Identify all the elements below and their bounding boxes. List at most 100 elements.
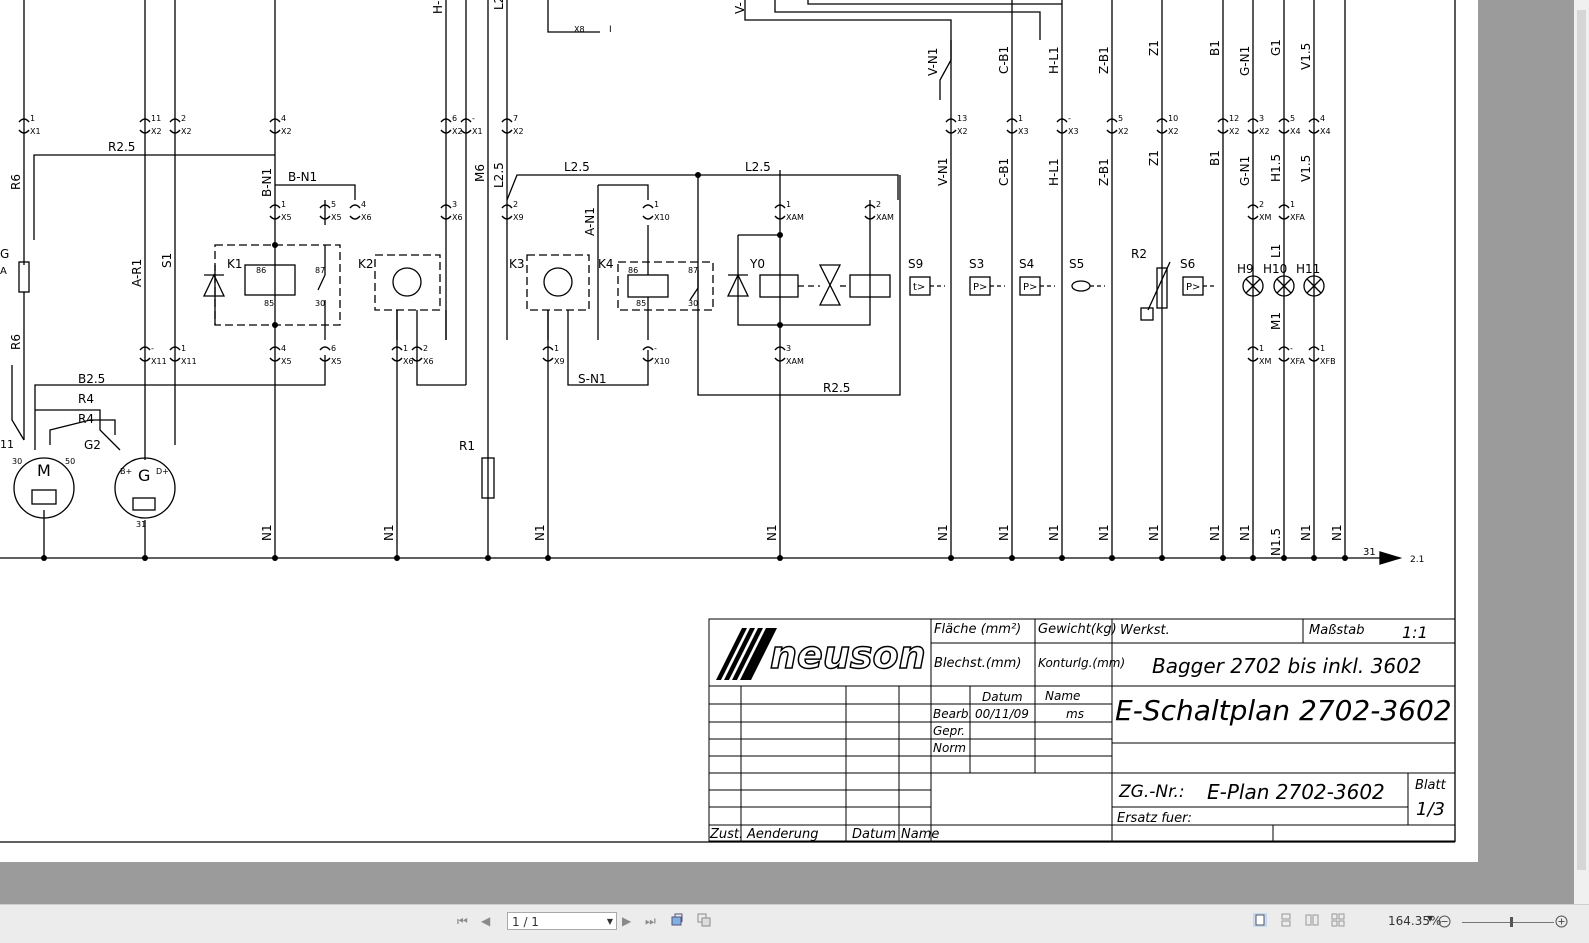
ground-junctions bbox=[41, 555, 1348, 561]
next-page-icon[interactable]: ▶ bbox=[622, 914, 632, 928]
label-x8: X8 bbox=[574, 25, 585, 34]
conn-pin: - bbox=[1290, 344, 1293, 353]
conn-pin: 5 bbox=[1290, 114, 1295, 123]
tb-zust: Zust. bbox=[709, 827, 743, 842]
wire-label-v-n1: V-N1 bbox=[936, 158, 950, 186]
conn-pin: 3 bbox=[1259, 114, 1264, 123]
s6-symbol: P> bbox=[1186, 282, 1200, 293]
component-k3: K3 bbox=[509, 257, 525, 271]
neuson-logo-text: neuson bbox=[770, 633, 926, 677]
continuous-icon[interactable] bbox=[1279, 913, 1293, 927]
conn-pin: 3 bbox=[786, 344, 791, 353]
zoom-level[interactable]: 164.35% bbox=[1388, 914, 1442, 928]
first-page-icon[interactable]: ⏮ bbox=[457, 914, 468, 928]
last-page-icon[interactable]: ⏭ bbox=[645, 914, 656, 928]
pin-dplus: D+ bbox=[156, 467, 169, 476]
conn-pin: 1 bbox=[554, 344, 559, 353]
component-y0: Y0 bbox=[749, 257, 765, 271]
tb-werkst: Werkst. bbox=[1120, 623, 1170, 638]
conn-id: X2 bbox=[281, 127, 292, 136]
wire-label-b1-top: B1 bbox=[1208, 40, 1222, 56]
zoom-slider-handle[interactable] bbox=[1510, 917, 1513, 927]
conn-id: X10 bbox=[654, 357, 670, 366]
ground-label-n1-g: N1 bbox=[1047, 524, 1061, 541]
component-s6: S6 bbox=[1180, 257, 1195, 271]
conn-pin: 1 bbox=[281, 200, 286, 209]
conn-pin: - bbox=[472, 114, 475, 123]
conn-pin: 1 bbox=[1320, 344, 1325, 353]
rotate-icon[interactable] bbox=[670, 913, 684, 927]
tb-bearb: Bearb. bbox=[933, 707, 972, 721]
zoom-dropdown-icon[interactable]: ▼ bbox=[1427, 914, 1434, 923]
wire-label-m6: M6 bbox=[473, 164, 487, 182]
conn-pin: 2 bbox=[181, 114, 186, 123]
tb-bearb-name: ms bbox=[1066, 707, 1084, 721]
relay-k4-86: 86 bbox=[628, 266, 638, 275]
scrollbar-thumb[interactable] bbox=[1577, 10, 1586, 870]
facing-continuous-icon[interactable] bbox=[1331, 913, 1345, 927]
tb-name: Name bbox=[1045, 689, 1080, 703]
wires bbox=[11, 0, 1346, 558]
relay-k4-85: 85 bbox=[636, 299, 646, 308]
tb-blechst: Blechst.(mm) bbox=[934, 656, 1021, 671]
conn-pin: 5 bbox=[331, 200, 336, 209]
component-r2: R2 bbox=[1131, 247, 1147, 261]
wire-label-h-top: H- bbox=[431, 1, 445, 14]
conn-pin: 1 bbox=[181, 344, 186, 353]
single-page-icon[interactable] bbox=[1253, 913, 1267, 927]
conn-pin: - bbox=[151, 344, 154, 353]
tb-name2: Name bbox=[901, 827, 939, 842]
conn-pin: 1 bbox=[1290, 200, 1295, 209]
wire-label-z-b1-top: Z-B1 bbox=[1097, 46, 1111, 74]
tb-datum: Datum bbox=[982, 690, 1023, 704]
ground-label-n1-j: N1 bbox=[1208, 524, 1222, 541]
tb-norm: Norm bbox=[933, 741, 966, 755]
prev-page-icon[interactable]: ◀ bbox=[481, 914, 491, 928]
zoom-in-icon[interactable] bbox=[1555, 915, 1568, 928]
conn-pin: 10 bbox=[1168, 114, 1178, 123]
pin-30: 30 bbox=[12, 457, 22, 466]
wire-label-a-r1: A-R1 bbox=[130, 259, 144, 287]
ground-label-n1-l: N1 bbox=[1299, 524, 1313, 541]
ref-21: 2.1 bbox=[1410, 555, 1424, 565]
chevron-down-icon[interactable]: ▼ bbox=[606, 917, 613, 926]
conn-id: XFA bbox=[1290, 213, 1305, 222]
component-h9: H9 bbox=[1237, 262, 1254, 276]
circuit-schematic: R2.5 B-N1 L2.5 L2.5 S-N1 R2.5 B2.5 R4 R4… bbox=[0, 0, 1456, 843]
tb-aenderung: Aenderung bbox=[746, 827, 818, 842]
conn-id: X5 bbox=[331, 357, 342, 366]
conn-id: X4 bbox=[1320, 127, 1331, 136]
component-r1: R1 bbox=[459, 439, 475, 453]
page-number-input[interactable]: 1 / 1▼ bbox=[507, 912, 617, 930]
conn-pin: 2 bbox=[1259, 200, 1264, 209]
tb-massstab: Maßstab bbox=[1309, 623, 1364, 638]
tb-blatt-value: 1/3 bbox=[1416, 799, 1445, 820]
wire-label-l2-top: L2 bbox=[492, 0, 506, 10]
fit-icon[interactable] bbox=[697, 913, 711, 927]
component-k1: K1 bbox=[227, 257, 243, 271]
s4-symbol: P> bbox=[1023, 282, 1037, 293]
conn-id: X9 bbox=[513, 213, 524, 222]
ground-label-n1-k: N1 bbox=[1238, 524, 1252, 541]
component-s4: S4 bbox=[1019, 257, 1034, 271]
conn-pin: 2 bbox=[876, 200, 881, 209]
zoom-out-icon[interactable] bbox=[1438, 915, 1451, 928]
tb-bezeichnung: Bagger 2702 bis inkl. 3602 bbox=[1152, 654, 1422, 678]
component-m: M bbox=[37, 461, 51, 480]
wire-label-g1-top: G1 bbox=[1269, 39, 1283, 56]
facing-icon[interactable] bbox=[1305, 913, 1319, 927]
component-g: G bbox=[138, 466, 150, 485]
pdf-page: R2.5 B-N1 L2.5 L2.5 S-N1 R2.5 B2.5 R4 R4… bbox=[0, 0, 1478, 862]
document-viewport[interactable]: R2.5 B-N1 L2.5 L2.5 S-N1 R2.5 B2.5 R4 R4… bbox=[0, 0, 1589, 904]
conn-pin: - bbox=[654, 344, 657, 353]
relay-k1-86: 86 bbox=[256, 266, 266, 275]
conn-id: XAM bbox=[786, 357, 804, 366]
zoom-slider[interactable] bbox=[1462, 922, 1554, 923]
wire-label-l1: L1 bbox=[1269, 244, 1283, 258]
component-k2: K2 bbox=[358, 257, 374, 271]
wire-label-c-b1: C-B1 bbox=[997, 158, 1011, 186]
conn-pin: 1 bbox=[786, 200, 791, 209]
wire-label-m1: M1 bbox=[1269, 312, 1283, 330]
status-bar: ⏮ ◀ 1 / 1▼ ▶ ⏭ 164.35% ▼ bbox=[0, 904, 1589, 943]
vertical-scrollbar[interactable] bbox=[1574, 0, 1589, 904]
